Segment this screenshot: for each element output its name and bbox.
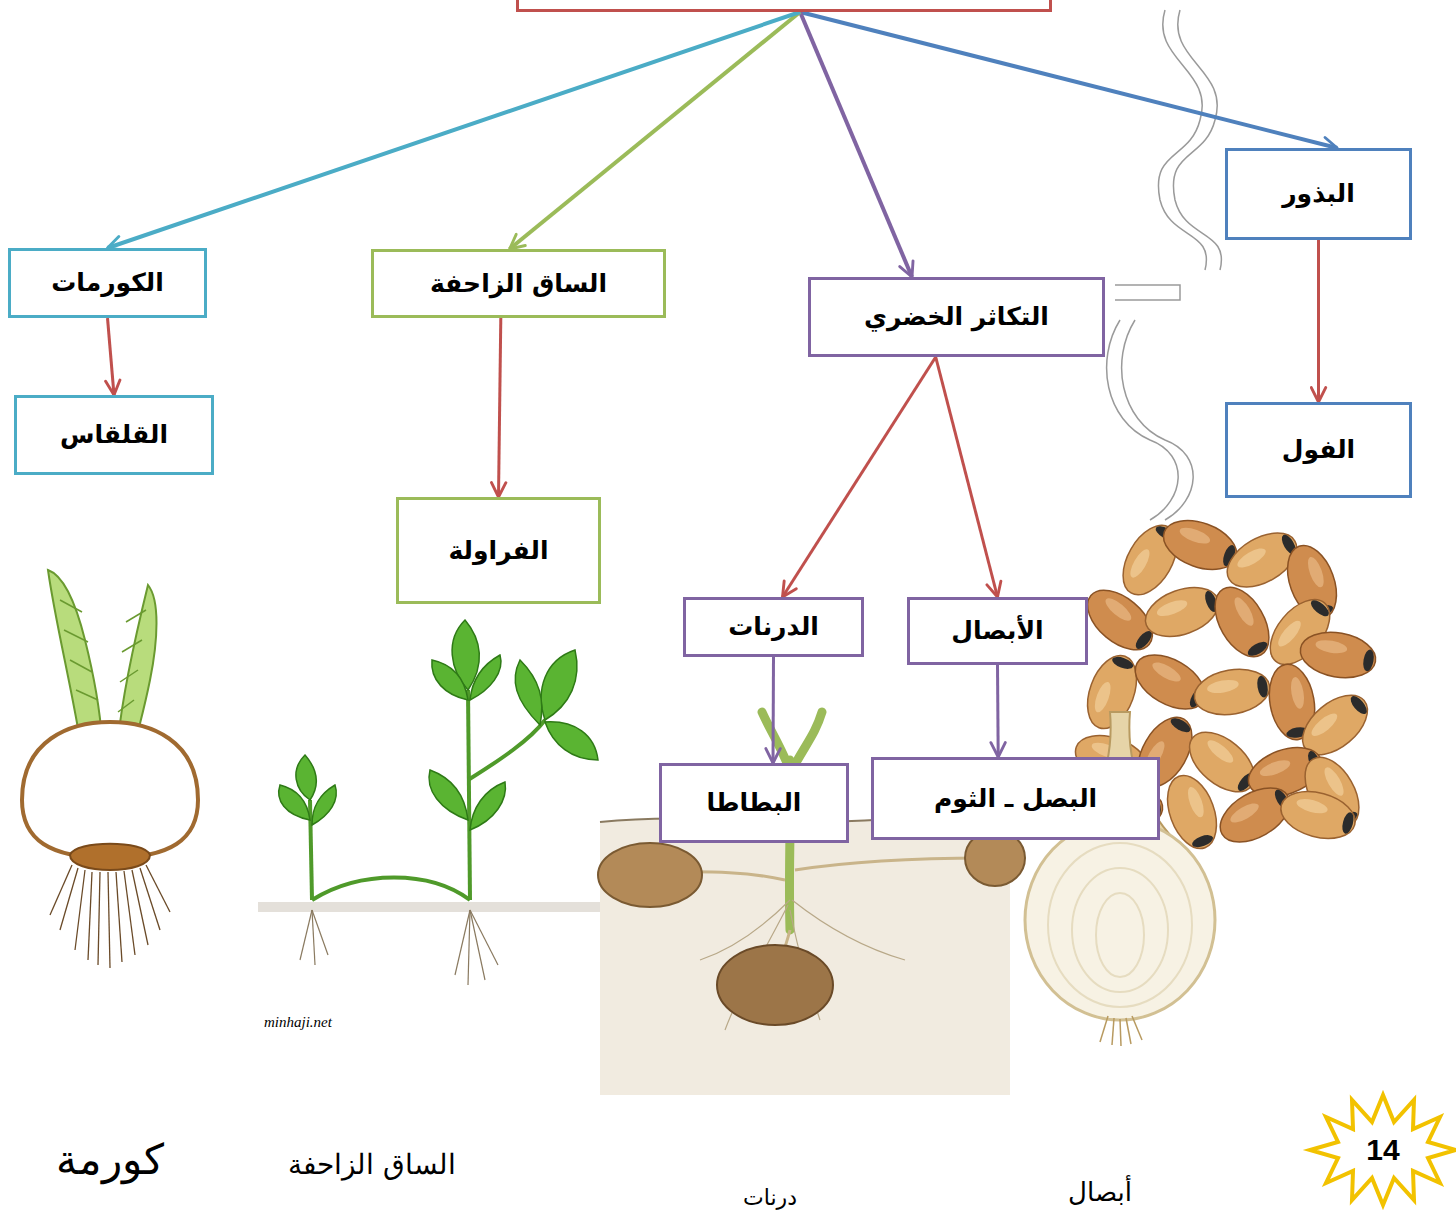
box-text: الدرنات <box>728 611 819 642</box>
connector-arrow <box>108 318 115 395</box>
process-box: التكاثر الخضري <box>808 277 1105 357</box>
box-text: الفراولة <box>448 535 548 566</box>
process-box: الدرنات <box>683 597 864 657</box>
caption-label: كورمة <box>56 1135 164 1185</box>
runner-plant-drawing <box>258 620 600 985</box>
process-box <box>516 0 1052 12</box>
box-text: البذور <box>1282 178 1355 209</box>
box-text: الساق الزاحفة <box>430 268 607 299</box>
box-text: التكاثر الخضري <box>864 301 1049 332</box>
page-number: 14 <box>1366 1132 1399 1168</box>
process-box: الكورمات <box>8 248 207 318</box>
box-text: الفول <box>1282 434 1355 465</box>
watermark: minhaji.net <box>264 1013 332 1031</box>
watermark-outline <box>1107 10 1222 520</box>
caption-label: الساق الزاحفة <box>288 1148 456 1182</box>
box-text: القلقاس <box>60 419 168 450</box>
process-box: الساق الزاحفة <box>371 249 666 318</box>
process-box: الفراولة <box>396 497 601 604</box>
process-box: الفول <box>1225 402 1412 498</box>
connector-arrow <box>783 357 936 597</box>
connector-arrow <box>1317 240 1320 402</box>
caption-label: أبصال <box>1068 1177 1132 1208</box>
connector-arrow <box>510 12 800 249</box>
connector-arrow <box>499 318 501 497</box>
connector-arrow <box>996 665 1000 757</box>
connector-arrow <box>108 12 801 248</box>
connector-arrow <box>800 12 1337 148</box>
process-box: البطاطا <box>659 763 849 843</box>
page-star <box>1310 1095 1456 1205</box>
box-text: الكورمات <box>51 267 164 298</box>
process-box: الأبصال <box>907 597 1088 665</box>
box-text: البطاطا <box>707 787 802 818</box>
box-text: البصل ـ الثوم <box>934 783 1097 814</box>
connector-arrow <box>772 657 776 763</box>
box-text: الأبصال <box>951 615 1043 646</box>
corm-drawing <box>22 570 198 968</box>
connector-arrow <box>936 357 998 597</box>
caption-label: درنات <box>743 1185 797 1211</box>
process-box: القلقاس <box>14 395 214 475</box>
connector-arrow <box>800 12 912 277</box>
process-box: البذور <box>1225 148 1412 240</box>
process-box: البصل ـ الثوم <box>871 757 1160 840</box>
